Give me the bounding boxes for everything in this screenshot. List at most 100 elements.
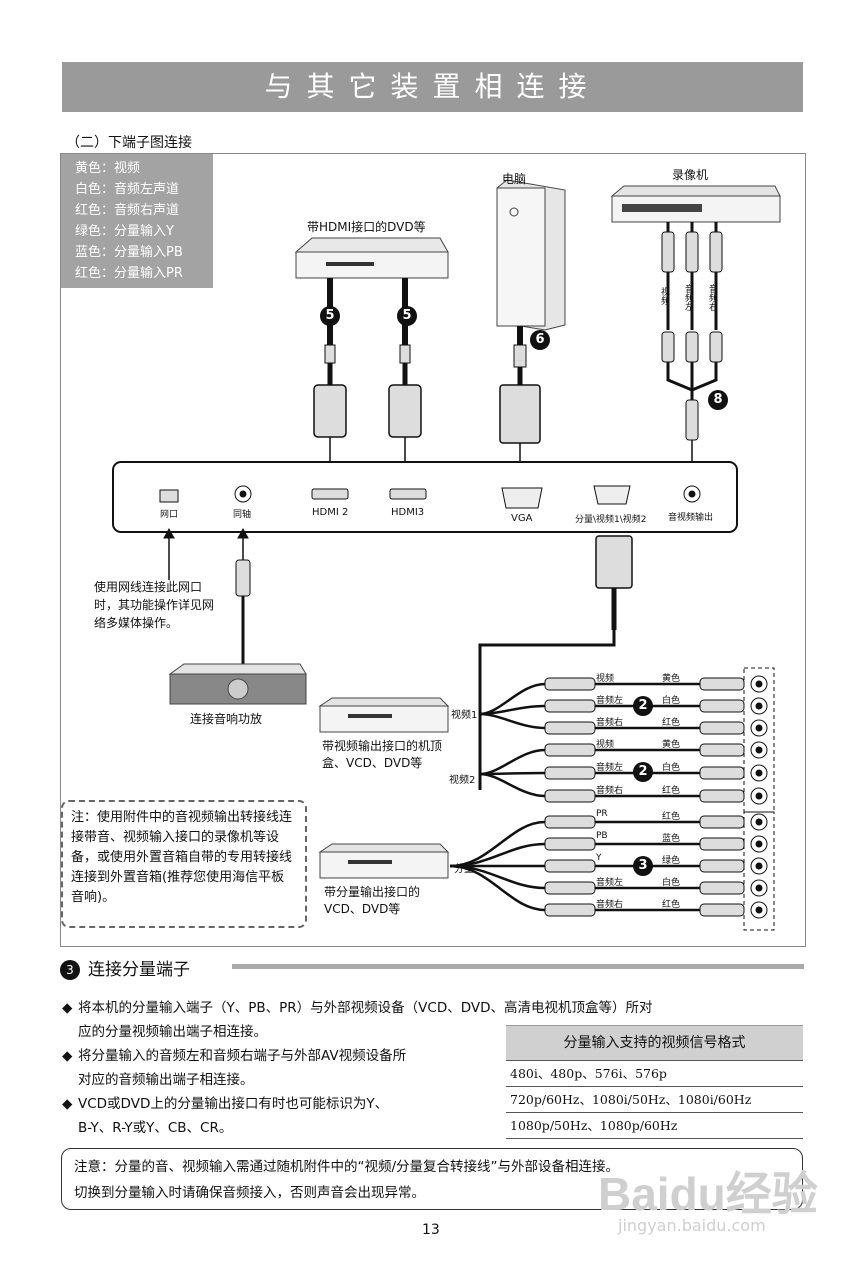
network-arrow: [163, 527, 175, 580]
rca-row-left-label: 音频左: [596, 763, 624, 773]
coax-cable: [235, 527, 251, 672]
stb-label: 带视频输出接口的机顶盒、VCD、DVD等: [322, 739, 443, 770]
input-group-video2: 视频2: [449, 775, 476, 786]
vcr-label: 录像机: [672, 168, 709, 182]
section-divider: [232, 964, 804, 969]
port-label-component: 分量\视频1\视频2: [575, 515, 647, 525]
legend-item: 黄色：视频: [75, 161, 141, 176]
vcr-av-cable: [661, 222, 723, 489]
port-label-vga: VGA: [511, 513, 533, 524]
input-group-component: 分量: [454, 864, 474, 875]
page-title: 与其它装置相连接: [62, 62, 803, 112]
legend-item: 红色：分量输入PR: [75, 266, 183, 281]
section-subheading: （二）下端子图连接: [66, 135, 192, 151]
attention-box: 注意：分量的音、视频输入需通过随机附件中的“视频/分量复合转接线”与外部设备相连…: [61, 1148, 803, 1210]
rca-row-color-label: 红色: [662, 786, 681, 796]
hdmi-dvd-label: 带HDMI接口的DVD等: [307, 220, 426, 234]
baidu-watermark-url: jingyan.baidu.com: [618, 1216, 766, 1235]
page-number: 13: [422, 1222, 440, 1238]
vga-cable: [499, 326, 541, 489]
vcr-cable-label: 视频: [659, 287, 669, 305]
rca-row-color-label: 绿色: [662, 856, 681, 866]
bullet-item: ◆将本机的分量输入端子（Y、PB、PR）与外部视频设备（VCD、DVD、高清电视…: [62, 996, 653, 1020]
comp-dvd-label: 带分量输出接口的VCD、DVD等: [324, 885, 421, 916]
cable-number-badge: 3: [633, 856, 653, 876]
attention-line: 切换到分量输入时请确保音频接入，否则声音会出现异常。: [74, 1185, 425, 1201]
hdmi-dvd-player-icon: [294, 237, 449, 279]
format-table-row: 720p/60Hz、1080i/50Hz、1080i/60Hz: [506, 1087, 803, 1113]
section-title-text: 连接分量端子: [88, 960, 190, 980]
format-table-row: 1080p/50Hz、1080p/60Hz: [506, 1113, 803, 1139]
cable-number-badge: 5: [397, 306, 417, 326]
format-table: 分量输入支持的视频信号格式 480i、480p、576i、576p 720p/6…: [506, 1025, 803, 1139]
input-group-video1: 视频1: [451, 710, 478, 721]
bullet-item: ◆将分量输入的音频左和音频右端子与外部AV视频设备所: [62, 1044, 406, 1068]
legend-item: 白色：音频左声道: [75, 182, 180, 197]
section-number: 3: [60, 960, 80, 980]
vcr-icon: [610, 185, 781, 223]
rca-fanout: [449, 682, 546, 912]
rca-row-color-label: 黄色: [662, 674, 681, 684]
stb-icon: [318, 697, 450, 733]
rca-row-left-label: 音频左: [596, 696, 624, 706]
rca-row-color-label: 黄色: [662, 740, 681, 750]
rca-row-left-label: 音频右: [596, 718, 624, 728]
pc-tower-icon: [496, 179, 566, 331]
rca-row-color-label: 红色: [662, 812, 681, 822]
rca-row-color-label: 红色: [662, 718, 681, 728]
cable-number-badge: 5: [320, 306, 340, 326]
rca-cable-rows: [544, 677, 745, 917]
rca-row-color-label: 白色: [662, 763, 681, 773]
baidu-watermark-logo: Baidu经验: [598, 1168, 818, 1220]
rca-row-color-label: 蓝色: [662, 834, 681, 844]
bullet-item-continued: 对应的音频输出端子相连接。: [78, 1072, 254, 1088]
color-legend: 黄色：视频 白色：音频左声道 红色：音频右声道 绿色：分量输入Y 蓝色：分量输入…: [61, 154, 213, 288]
port-label-network: 网口: [160, 510, 179, 520]
port-label-hdmi2: HDMI 2: [312, 507, 349, 518]
amp-label: 连接音响功放: [190, 712, 263, 726]
cable-number-badge: 6: [530, 330, 550, 350]
legend-item: 绿色：分量输入Y: [75, 224, 174, 239]
rca-row-color-label: 白色: [662, 878, 681, 888]
hdmi-cables: [313, 278, 422, 489]
diamond-bullet-icon: ◆: [62, 1096, 73, 1112]
rca-row-color-label: 红色: [662, 900, 681, 910]
bullet-item: ◆VCD或DVD上的分量输出接口有时也可能标识为Y、: [62, 1092, 388, 1116]
rca-row-left-label: 视频: [596, 740, 615, 750]
legend-item: 蓝色：分量输入PB: [75, 245, 183, 260]
rca-row-left-label: Y: [596, 853, 602, 863]
component-dvd-icon: [318, 843, 450, 879]
cable-number-badge: 2: [633, 762, 653, 782]
port-label-av-out: 音视频输出: [668, 513, 714, 523]
format-table-title: 分量输入支持的视频信号格式: [506, 1025, 803, 1060]
pc-label: 电脑: [502, 172, 527, 186]
port-label-coax: 同轴: [233, 510, 252, 520]
rca-row-left-label: 音频左: [596, 878, 624, 888]
rca-row-left-label: PB: [596, 831, 608, 841]
bullet-item-continued: 应的分量视频输出端子相连接。: [78, 1024, 267, 1040]
vcr-cable-label: 音频左: [683, 284, 693, 311]
diamond-bullet-icon: ◆: [62, 1000, 73, 1016]
rca-row-left-label: 音频右: [596, 900, 624, 910]
bullet-item-continued: B-Y、R-Y或Y、CB、CR。: [78, 1120, 233, 1136]
rca-jack-columns: [743, 667, 775, 931]
rca-row-left-label: 音频右: [596, 786, 624, 796]
format-table-row: 480i、480p、576i、576p: [506, 1060, 803, 1087]
rca-row-left-label: PR: [596, 809, 608, 819]
rca-row-color-label: 白色: [662, 696, 681, 706]
component-cable: [478, 535, 633, 790]
port-icons: [159, 485, 701, 509]
amplifier-icon: [168, 663, 307, 705]
attention-line: 注意：分量的音、视频输入需通过随机附件中的“视频/分量复合转接线”与外部设备相连…: [74, 1159, 620, 1175]
cable-number-badge: 2: [633, 696, 653, 716]
port-label-hdmi3: HDMI3: [391, 507, 425, 518]
rca-row-left-label: 视频: [596, 674, 615, 684]
note-box: 注：使用附件中的音视频输出转接线连接带音、视频输入接口的录像机等设备，或使用外置…: [61, 800, 307, 928]
cable-number-badge: 8: [708, 390, 728, 410]
legend-item: 红色：音频右声道: [75, 203, 180, 218]
section-heading: 3 连接分量端子: [60, 955, 190, 980]
diamond-bullet-icon: ◆: [62, 1048, 73, 1064]
vcr-cable-label: 音频右: [707, 284, 717, 311]
network-note: 使用网线连接此网口时，其功能操作详见网络多媒体操作。: [94, 580, 215, 630]
